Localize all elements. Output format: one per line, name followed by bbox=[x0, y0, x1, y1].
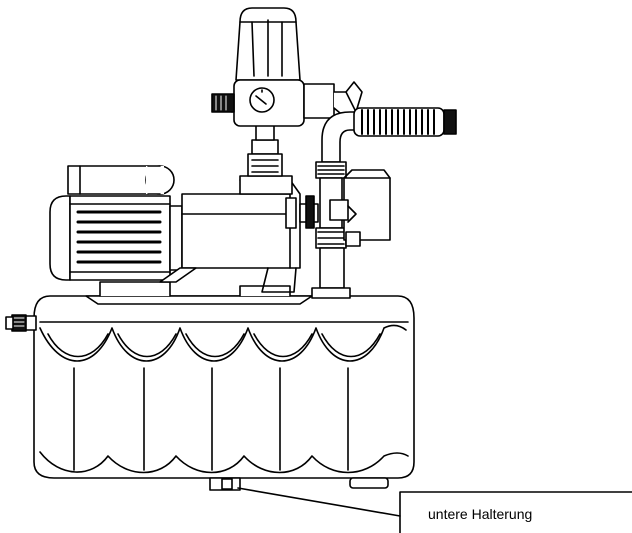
pressure-switch bbox=[212, 8, 362, 126]
pump-motor bbox=[50, 166, 182, 280]
control-box bbox=[300, 170, 390, 246]
gauge-needle bbox=[256, 90, 266, 104]
drain-plug bbox=[350, 478, 388, 488]
tank-bottom-wave bbox=[40, 452, 408, 473]
tank-wave-inner bbox=[48, 334, 380, 357]
motor-fan-cover bbox=[50, 196, 70, 280]
pump-feet bbox=[100, 282, 290, 296]
tank-ribs bbox=[74, 368, 348, 470]
water-tank bbox=[34, 282, 414, 478]
pressure-switch-knob bbox=[212, 94, 234, 112]
callout-frame bbox=[400, 492, 632, 533]
terminal-box bbox=[68, 166, 148, 194]
tank-wave-profile bbox=[40, 325, 406, 361]
callout-label-bottom-holder: untere Halterung bbox=[428, 506, 533, 522]
motor-cooling-fins bbox=[78, 212, 160, 262]
tank-body bbox=[34, 296, 414, 478]
drain-fitting bbox=[6, 315, 36, 331]
pump-mounting-plinth bbox=[86, 296, 312, 304]
outlet-connector bbox=[248, 122, 282, 176]
callout-leader bbox=[238, 488, 632, 533]
bottom-holder bbox=[210, 478, 240, 490]
